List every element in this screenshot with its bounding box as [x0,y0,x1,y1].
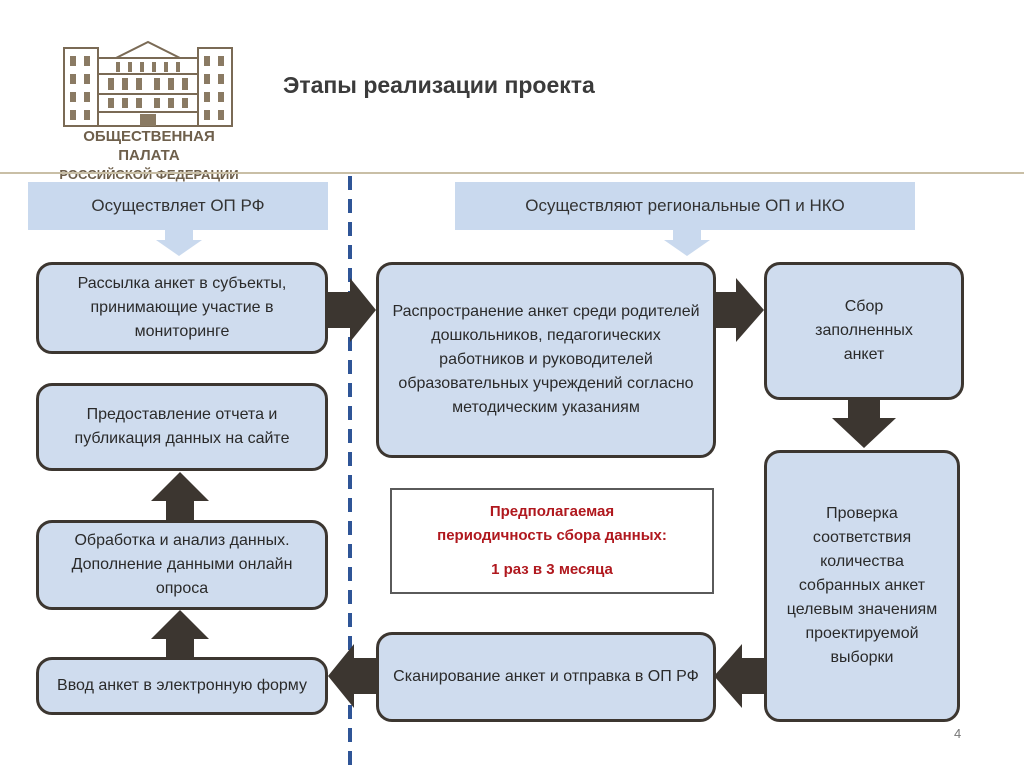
org-name-line1: ОБЩЕСТВЕННАЯ ПАЛАТА [83,128,215,164]
org-name-line2: РОССИЙСКОЙ ФЕДЕРАЦИИ [59,167,239,182]
header-right-pointer [664,230,710,256]
box-spread: Распространение анкет среди родителей до… [376,262,716,458]
box-analysis: Обработка и анализ данных. Дополнение да… [36,520,328,610]
box-collect: Сбор заполненных анкет [764,262,964,400]
header-left: Осуществляет ОП РФ [28,182,328,230]
header-left-pointer [156,230,202,256]
box-report: Предоставление отчета и публикация данны… [36,383,328,471]
frequency-line2: периодичность сбора данных: [437,527,667,544]
page-number: 4 [954,726,962,741]
box-input: Ввод анкет в электронную форму [36,657,328,715]
page-title: Этапы реализации проекта [283,72,595,98]
box-scan: Сканирование анкет и отправка в ОП РФ [376,632,716,722]
frequency-box: Предполагаемая периодичность сбора данны… [390,488,714,594]
arrow-left-1 [714,644,764,708]
arrow-up-1 [151,472,209,520]
org-name: ОБЩЕСТВЕННАЯ ПАЛАТА РОССИЙСКОЙ ФЕДЕРАЦИИ [54,127,244,184]
arrow-left-2 [328,644,376,708]
header-divider [0,172,1024,174]
box-verify: Проверка соответствия количества собранн… [764,450,960,722]
arrow-right-1 [328,278,376,342]
building-icon [63,40,233,127]
frequency-line3: 1 раз в 3 месяца [491,561,613,578]
arrow-down [832,400,896,448]
box-distribution: Рассылка анкет в субъекты, принимающие у… [36,262,328,354]
arrow-up-2 [151,610,209,658]
header-right: Осуществляют региональные ОП и НКО [455,182,915,230]
frequency-line1: Предполагаемая [489,503,615,520]
arrow-right-2 [714,278,764,342]
logo [58,34,238,130]
